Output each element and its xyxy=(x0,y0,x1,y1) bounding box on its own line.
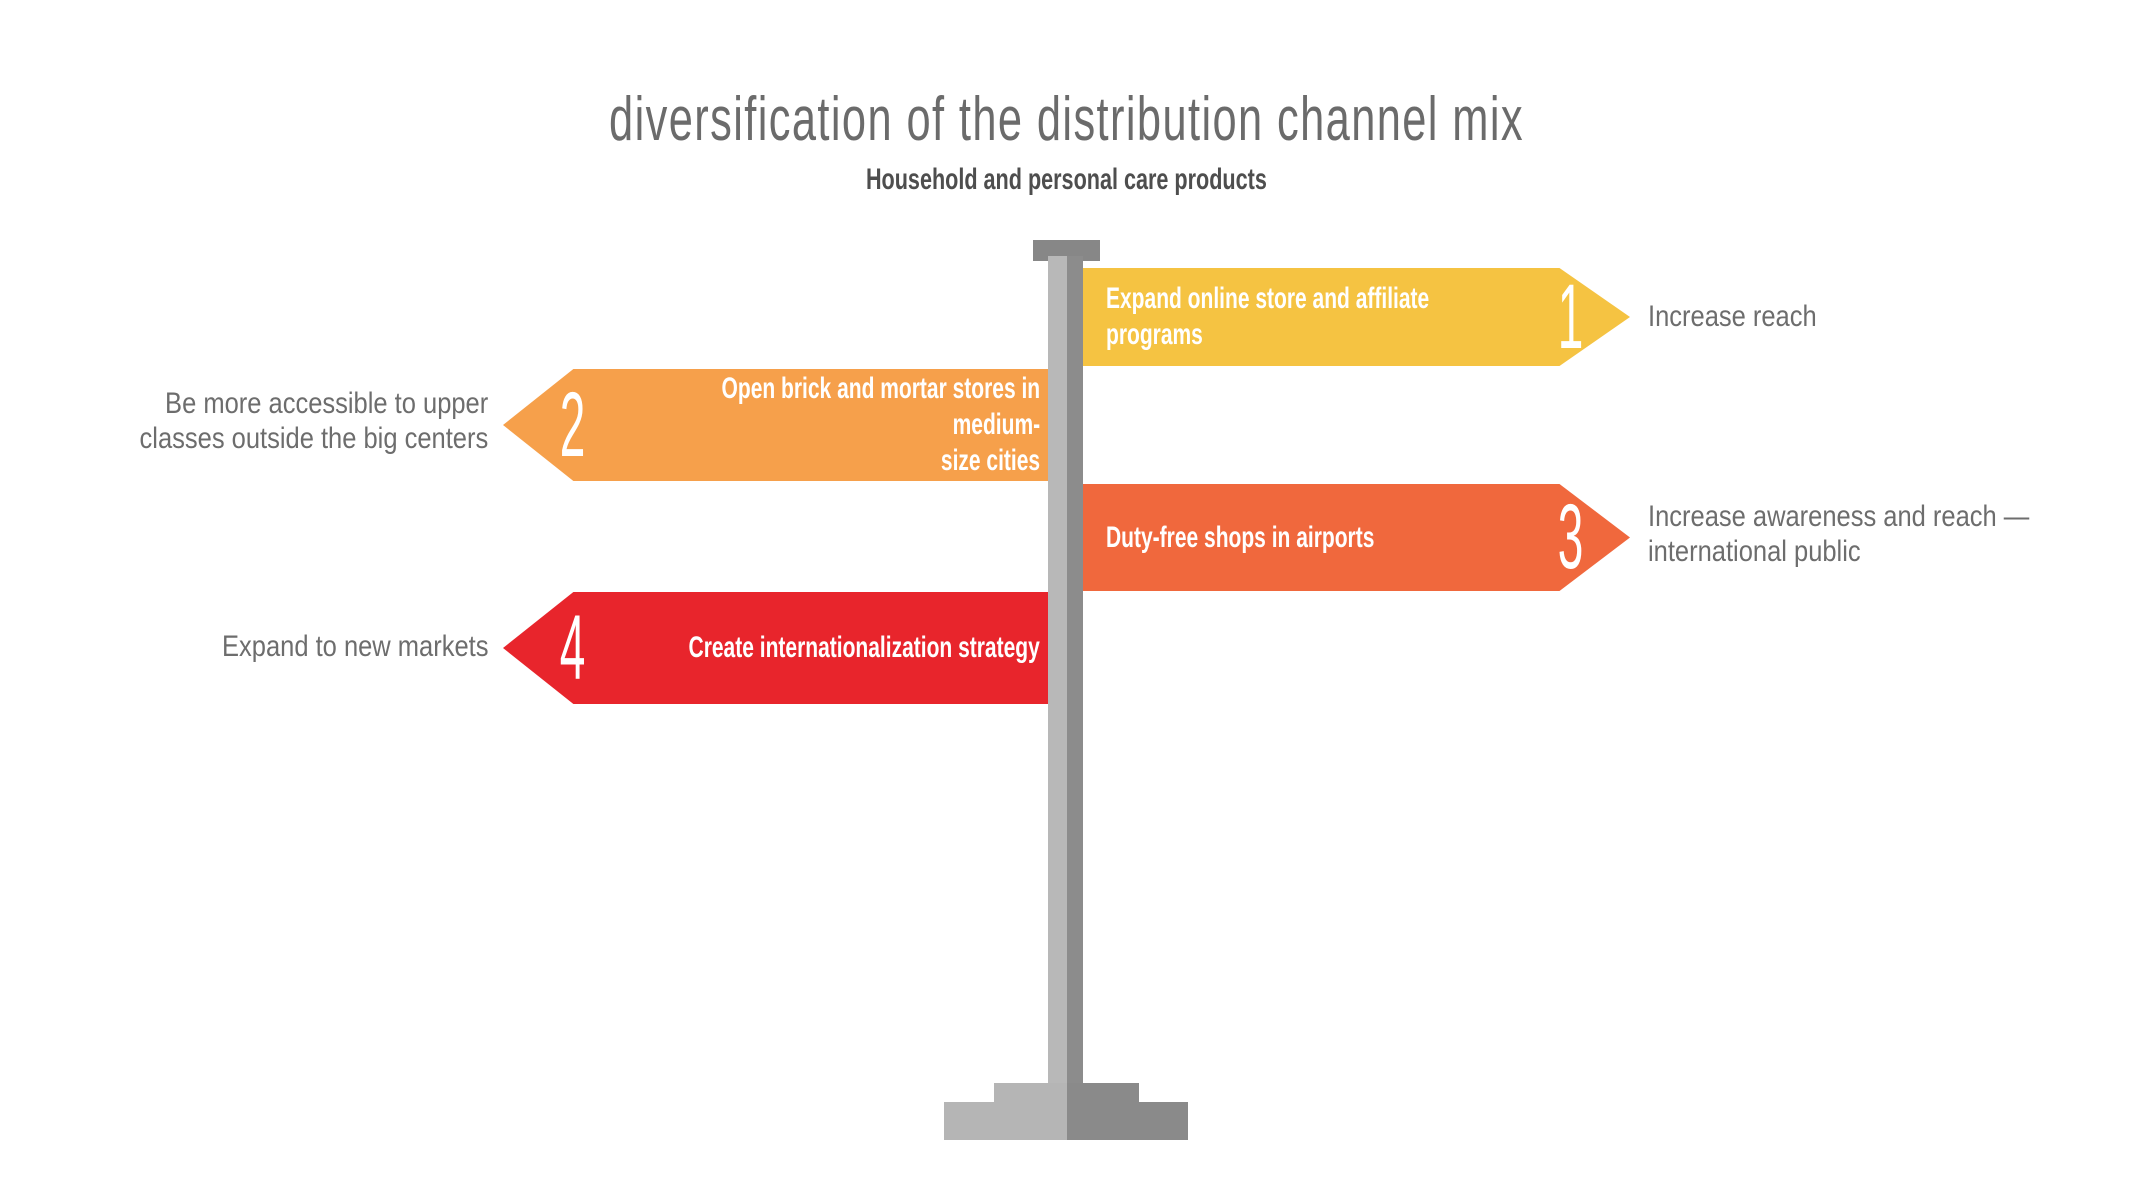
sign-2-label-line: size cities xyxy=(940,444,1040,477)
sign-4-side-note-line: Expand to new markets xyxy=(221,630,488,663)
signpost-pole-dark-half xyxy=(1067,256,1083,1140)
page-subtitle: Household and personal care products xyxy=(0,163,2133,197)
sign-2-number: 2 xyxy=(559,373,586,476)
sign-3-label: Duty-free shops in airports xyxy=(1106,520,1374,556)
signpost-base-upper-step-light xyxy=(994,1083,1067,1102)
page-title-text: Diversification of the distribution chan… xyxy=(609,85,1524,154)
page-subtitle-text: Household and personal care products xyxy=(866,163,1267,196)
sign-3-side-note-line: Increase awareness and reach — xyxy=(1648,500,2030,533)
sign-1-side-note-line: Increase reach xyxy=(1648,300,1817,333)
sign-1-label: Expand online store and affiliate progra… xyxy=(1106,281,1429,353)
signpost-base-upper-step-dark xyxy=(1067,1083,1139,1102)
sign-2-open-brick-and-mortar: Open brick and mortar stores in medium- … xyxy=(503,369,1066,481)
sign-1-number: 1 xyxy=(1557,265,1584,368)
sign-1-side-note: Increase reach xyxy=(1648,299,1817,334)
signpost-cap xyxy=(1033,240,1100,261)
sign-3-number: 3 xyxy=(1557,486,1584,588)
sign-4-label-line: Create internationalization strategy xyxy=(688,631,1040,664)
sign-3-duty-free-shops: Duty-free shops in airports 3 xyxy=(1066,484,1630,591)
signpost-pole-light-half xyxy=(1048,256,1067,1140)
sign-4-label: Create internationalization strategy xyxy=(689,630,1040,666)
sign-2-label-line: medium- xyxy=(952,408,1040,441)
sign-4-number: 4 xyxy=(559,596,586,699)
sign-2-side-note-line: Be more accessible to upper xyxy=(164,387,489,420)
sign-3-side-note-line: international public xyxy=(1648,535,1861,569)
page-title: Diversification of the distribution chan… xyxy=(0,84,2133,155)
sign-1-label-line: Expand online store and affiliate xyxy=(1106,282,1430,315)
sign-1-label-line: programs xyxy=(1106,318,1203,351)
sign-4-internationalization-strategy: Create internationalization strategy 4 xyxy=(503,592,1066,704)
sign-4-side-note: Expand to new markets xyxy=(222,629,488,664)
sign-2-side-note-line: classes outside the big centers xyxy=(139,422,488,456)
sign-3-side-note: Increase awareness and reach — internati… xyxy=(1648,499,2029,570)
signpost-base-lower-step-light xyxy=(944,1102,1067,1140)
sign-2-label: Open brick and mortar stores in medium- … xyxy=(721,371,1040,479)
sign-1-expand-online-store: Expand online store and affiliate progra… xyxy=(1066,268,1630,366)
sign-2-label-line: Open brick and mortar stores in xyxy=(721,372,1040,405)
sign-2-side-note: Be more accessible to upper classes outs… xyxy=(139,386,488,457)
signpost-base-lower-step-dark xyxy=(1067,1102,1188,1140)
sign-3-label-line: Duty-free shops in airports xyxy=(1106,520,1375,554)
